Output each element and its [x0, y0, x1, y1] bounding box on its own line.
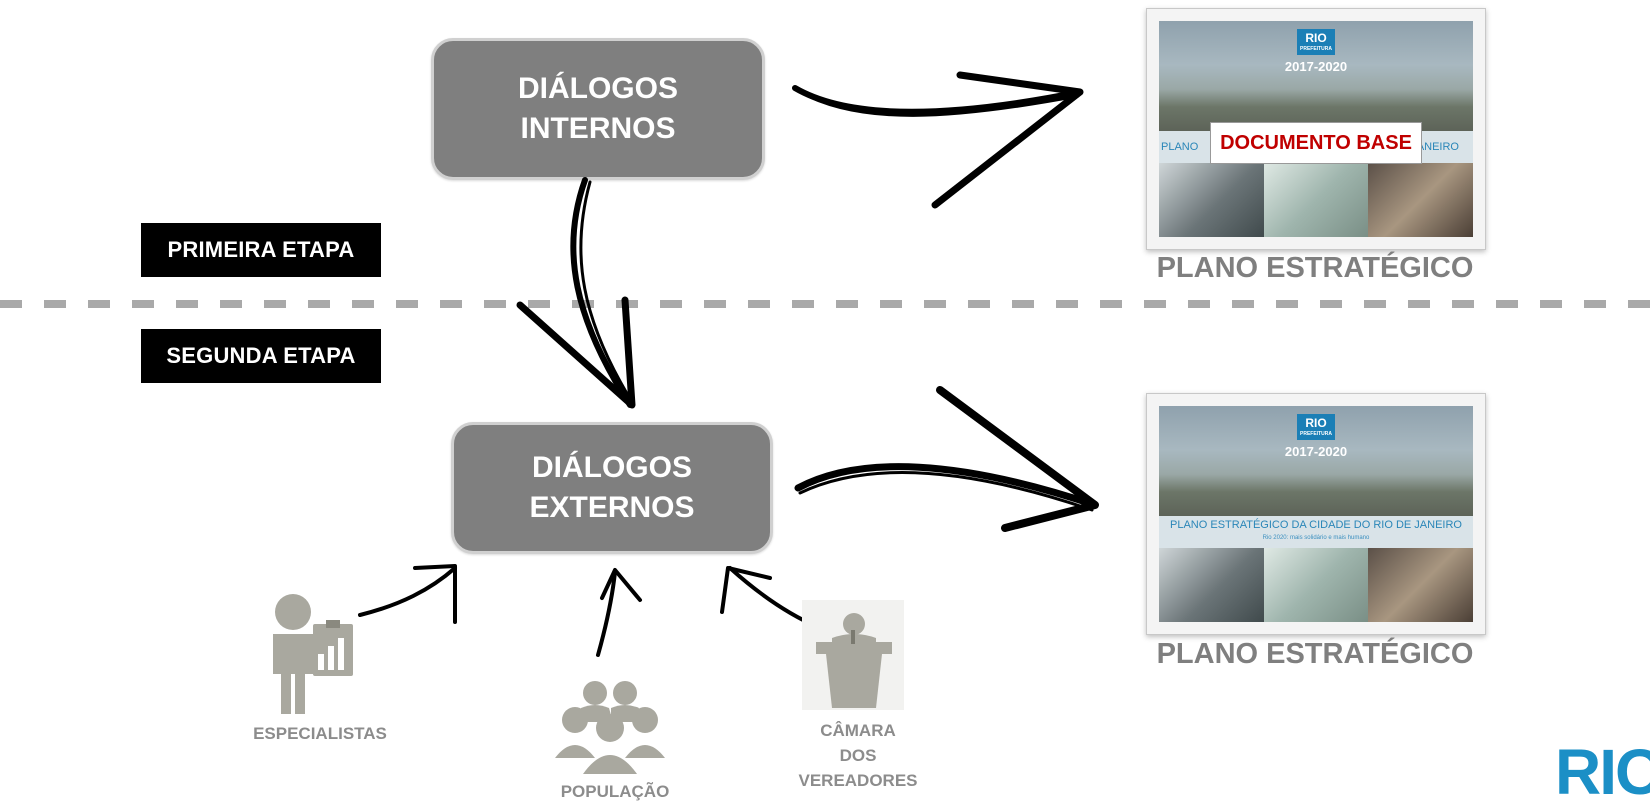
- arrow-external-to-plan: [794, 386, 1099, 532]
- cover-years: 2017-2020: [1284, 444, 1348, 459]
- specialist-icon: [273, 594, 353, 714]
- stage-label-second: SEGUNDA ETAPA: [141, 329, 381, 383]
- specialists-label: ESPECIALISTAS: [253, 724, 387, 743]
- arrow-population-in: [596, 568, 642, 657]
- cover-photo-strip: [1159, 163, 1473, 237]
- cover-photo-strip: [1159, 548, 1473, 622]
- council-label-line3: VEREADORES: [798, 771, 918, 790]
- plan-label-second: PLANO ESTRATÉGICO: [1156, 638, 1474, 670]
- external-dialogs-line2: EXTERNOS: [529, 491, 695, 524]
- cover-years: 2017-2020: [1284, 59, 1348, 74]
- council-label: CÂMARA DOS VEREADORES: [778, 718, 938, 793]
- cover-band-title: PLANO ESTRATÉGICO DA CIDADE DO RIO DE JA…: [1170, 519, 1462, 531]
- stage-label-first: PRIMEIRA ETAPA: [141, 223, 381, 277]
- stage-divider: [0, 300, 1650, 308]
- arrow-internal-to-plan: [792, 71, 1084, 209]
- population-icon: [555, 681, 665, 774]
- council-label-line1: CÂMARA: [820, 721, 896, 740]
- internal-dialogs-box: DIÁLOGOS INTERNOS: [431, 38, 765, 180]
- external-dialogs-box: DIÁLOGOS EXTERNOS: [451, 422, 773, 554]
- cover-band-right: ANEIRO: [1416, 141, 1459, 153]
- stage-label-second-text: SEGUNDA ETAPA: [166, 343, 356, 368]
- cover-band-left: PLANO: [1161, 141, 1199, 153]
- plan-label-first: PLANO ESTRATÉGICO: [1156, 252, 1474, 284]
- internal-dialogs-line2: INTERNOS: [520, 112, 676, 145]
- stage-label-first-text: PRIMEIRA ETAPA: [167, 237, 355, 262]
- rio-brand-logo: RIO: [1555, 736, 1650, 808]
- internal-dialogs-line1: DIÁLOGOS: [517, 72, 678, 105]
- external-dialogs-line1: DIÁLOGOS: [531, 451, 692, 484]
- arrow-specialists-in: [358, 564, 457, 624]
- podium-icon: [802, 600, 904, 710]
- cover-band-subtitle: Rio 2020: mais solidário e mais humano: [1262, 535, 1370, 541]
- cover-title-band: PLANO ESTRATÉGICO DA CIDADE DO RIO DE JA…: [1159, 516, 1473, 548]
- arrow-internal-to-external: [516, 177, 636, 409]
- population-label: POPULAÇÃO: [560, 782, 670, 801]
- council-label-line2: DOS: [839, 746, 877, 765]
- document-base-label: DOCUMENTO BASE: [1210, 122, 1422, 164]
